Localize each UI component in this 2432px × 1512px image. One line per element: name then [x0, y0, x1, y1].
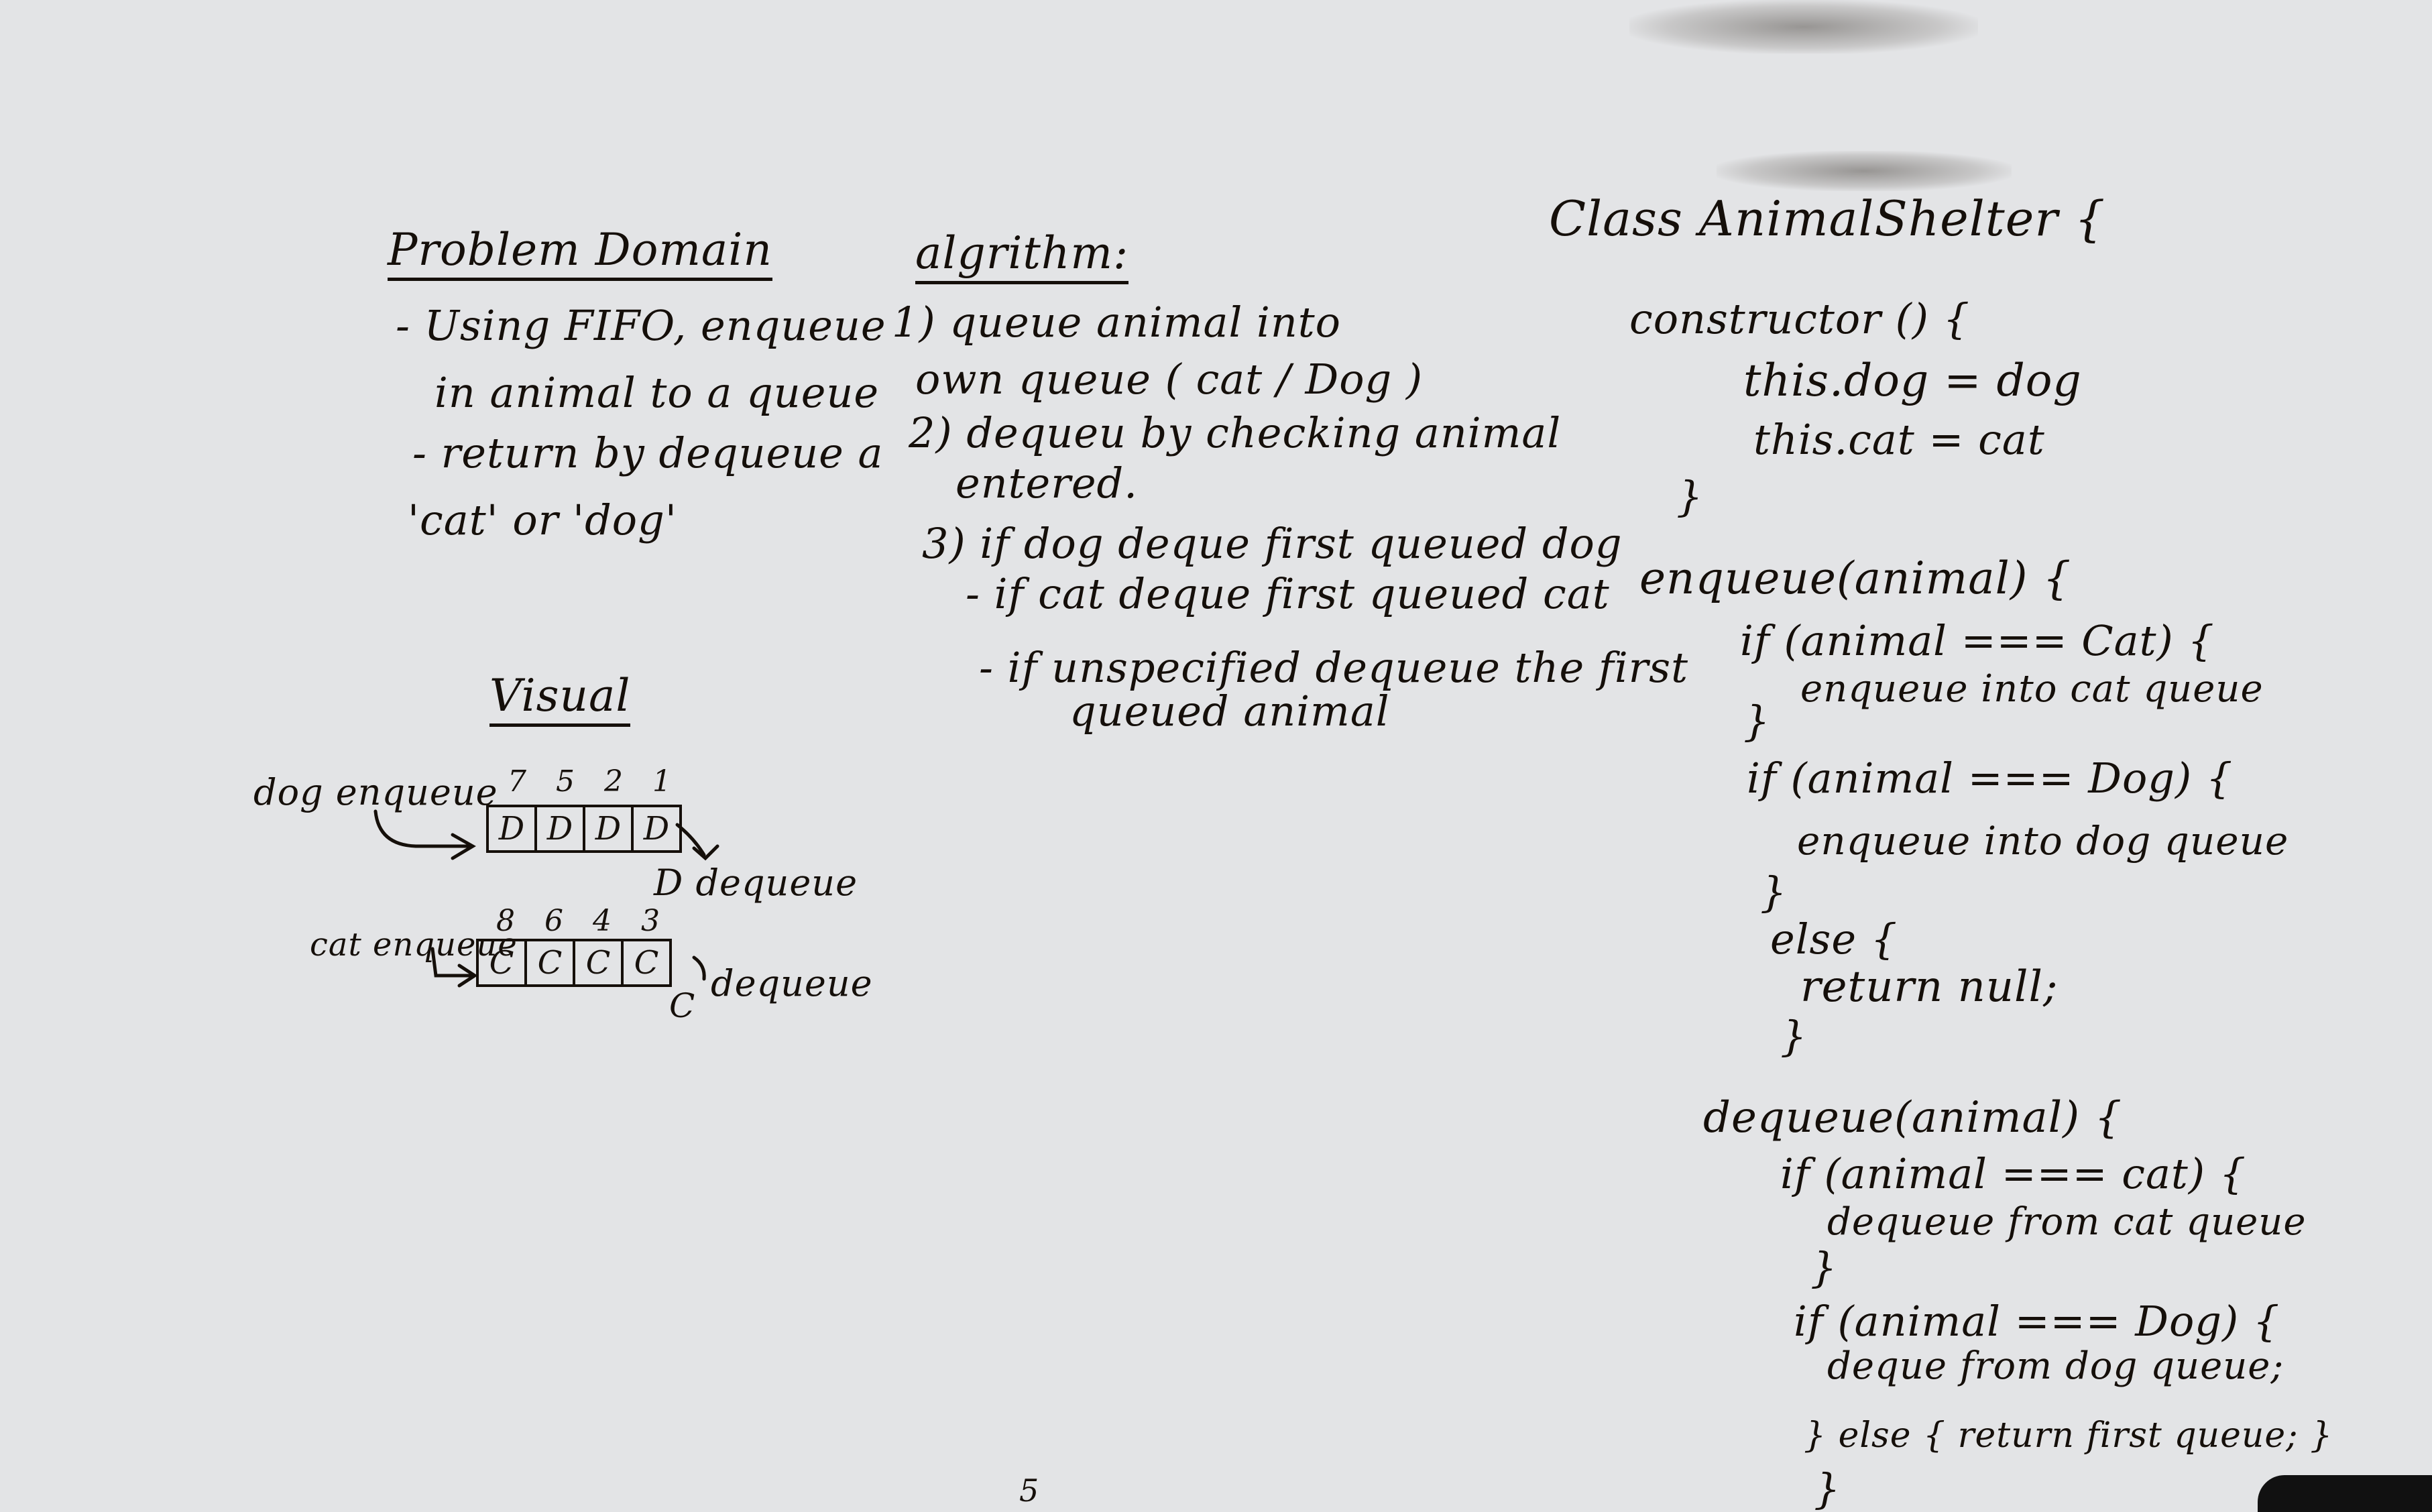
code-line: if (animal === Dog) { [1747, 754, 2234, 803]
cat-number: 4 [593, 904, 612, 938]
enqueue-line: enqueue(animal) { [1639, 553, 2072, 604]
code-line: return null; [1800, 962, 2059, 1012]
algorithm-heading: algrithm: [915, 231, 1129, 284]
dog-queue-cell: D [583, 807, 631, 850]
code-line: dequeue from cat queue [1827, 1200, 2307, 1244]
cat-enqueue-label: cat enqueue [310, 926, 518, 964]
cat-number: 3 [641, 904, 660, 938]
code-brace: } [1743, 697, 1771, 746]
constructor-line: constructor () { [1629, 294, 1971, 343]
corner-shadow [2258, 1475, 2432, 1512]
code-brace: } [1814, 1464, 1841, 1512]
cat-queue-numbers: 8 6 4 3 [481, 904, 675, 938]
dog-enqueue-label: dog enqueue [253, 771, 498, 813]
code-line: enqueue into dog queue [1797, 818, 2289, 864]
dog-queue-cell: D [631, 807, 682, 850]
dog-queue-cell: D [534, 807, 583, 850]
cat-queue: C C C C [476, 939, 672, 987]
code-line: if (animal === Cat) { [1740, 616, 2215, 665]
dog-number: 2 [604, 764, 623, 799]
cat-number: 8 [496, 904, 515, 938]
code-line: } else { return first queue; } [1804, 1415, 2333, 1456]
smudge-top [1629, 0, 1978, 54]
cat-queue-cell: C [621, 941, 672, 984]
problem-domain-line: in animal to a queue [435, 368, 880, 417]
cat-enqueue-arrowhead [457, 964, 478, 988]
cat-dequeue-arrow [692, 955, 706, 981]
dog-enqueue-arrow [373, 809, 471, 848]
code-line: if (animal === cat) { [1780, 1149, 2247, 1198]
dog-queue-numbers: 7 5 2 1 [493, 764, 686, 799]
code-line: this.dog = dog [1743, 355, 2082, 406]
algorithm-line: own queue ( cat / Dog ) [915, 355, 1424, 404]
cat-dequeue-letter: C [669, 986, 696, 1025]
class-line: Class AnimalShelter { [1549, 190, 2106, 247]
code-brace: } [1810, 1243, 1838, 1292]
algorithm-line: entered. [956, 459, 1138, 508]
cat-dequeue-label: dequeue [711, 962, 873, 1004]
dog-dequeue-label: D dequeue [654, 862, 858, 904]
algorithm-line: queued animal [1069, 687, 1390, 736]
dog-number: 1 [652, 764, 671, 799]
dequeue-line: dequeue(animal) { [1703, 1093, 2123, 1143]
dog-enqueue-arrowhead [451, 833, 476, 860]
algorithm-line: 2) dequeu by checking animal [909, 408, 1562, 457]
smudge-mid [1717, 151, 2012, 191]
algorithm-line: 3) if dog deque first queued dog [922, 519, 1623, 568]
cat-number: 6 [544, 904, 563, 938]
cat-queue-cell: C [524, 941, 573, 984]
cat-queue-cell: C [573, 941, 621, 984]
dog-dequeue-arrowhead [692, 844, 719, 861]
dog-dequeue-arrow [675, 823, 706, 857]
code-line: if (animal === Dog) { [1794, 1297, 2280, 1346]
dog-number: 7 [508, 764, 526, 799]
cat-enqueue-arrow [430, 947, 475, 978]
code-line: else { [1770, 915, 1898, 964]
code-brace: } [1780, 1012, 1808, 1061]
algorithm-line: - if unspecified dequeue the first [979, 643, 1689, 692]
algorithm-line: - if cat deque first queued cat [966, 569, 1610, 618]
dog-queue-cell: D [486, 807, 534, 850]
code-brace: } [1676, 472, 1704, 521]
problem-domain-line: - Using FIFO, enqueue [396, 301, 886, 350]
problem-domain-line: 'cat' or 'dog' [408, 496, 677, 544]
dog-queue: D D D D [486, 805, 682, 853]
dog-number: 5 [556, 764, 575, 799]
code-line: enqueue into cat queue [1800, 667, 2264, 711]
code-brace: } [1760, 868, 1788, 917]
cat-queue-cell: C [476, 941, 524, 984]
code-line: this.cat = cat [1753, 415, 2045, 464]
algorithm-line: 1) queue animal into [892, 298, 1342, 347]
code-line: deque from dog queue; [1827, 1344, 2284, 1388]
problem-domain-heading: Problem Domain [388, 228, 772, 281]
problem-domain-line: - return by dequeue a [412, 428, 884, 477]
stray-mark: 5 [1019, 1472, 1040, 1509]
visual-heading: Visual [489, 674, 631, 727]
